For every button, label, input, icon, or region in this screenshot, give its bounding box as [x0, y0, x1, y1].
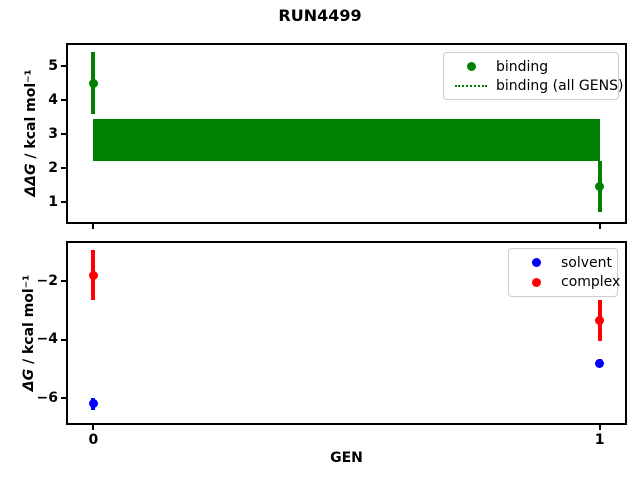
y-tick-label: 3	[48, 125, 58, 142]
x-tick-label: 1	[594, 432, 605, 448]
solvent-marker-icon	[519, 258, 553, 268]
legend-item-binding: binding	[454, 57, 610, 76]
y-tick-label: 5	[48, 57, 58, 74]
x-axis-label: GEN	[330, 450, 363, 466]
y-tick	[61, 201, 66, 204]
x-tick	[598, 224, 601, 229]
y-tick	[61, 99, 66, 102]
y-tick-label: −4	[36, 331, 58, 348]
y-tick	[61, 167, 66, 170]
top-y-axis-label-unit: / kcal mol⁻¹	[23, 69, 39, 164]
legend-item-solvent: solvent	[519, 253, 613, 272]
y-tick	[61, 338, 66, 341]
y-tick-label: 1	[48, 193, 58, 210]
top-axes	[66, 43, 627, 224]
x-tick	[92, 425, 95, 430]
data-point-binding-gen1	[595, 182, 605, 192]
band-binding-all-gens	[93, 118, 600, 162]
legend-label-binding: binding	[496, 58, 549, 75]
y-tick	[61, 65, 66, 68]
data-point-complex-gen1	[595, 316, 605, 326]
x-tick	[92, 224, 95, 229]
y-tick-label: 2	[48, 159, 58, 176]
y-tick	[61, 280, 66, 283]
top-legend: binding binding (all GENS)	[443, 52, 623, 100]
x-tick	[598, 425, 601, 430]
y-tick-label: 4	[48, 91, 58, 108]
binding-all-gens-line-icon	[454, 84, 488, 87]
legend-label-solvent: solvent	[561, 254, 613, 271]
data-point-solvent-gen1	[595, 358, 605, 368]
y-tick-label: −6	[36, 389, 58, 406]
y-tick	[61, 133, 66, 136]
legend-label-complex: complex	[561, 274, 621, 291]
bottom-axes	[66, 241, 627, 425]
legend-label-binding-all-gens: binding (all GENS)	[496, 77, 624, 94]
y-tick	[61, 397, 66, 400]
bottom-y-axis-label-symbol: ΔG	[21, 368, 37, 392]
y-tick-label: −2	[36, 272, 58, 289]
bottom-legend: solvent complex	[508, 248, 620, 297]
binding-marker-icon	[454, 62, 488, 71]
legend-item-complex: complex	[519, 273, 620, 292]
figure-title: RUN4499	[278, 6, 362, 25]
data-point-solvent-gen0	[88, 399, 98, 409]
x-tick-label: 0	[88, 432, 99, 448]
complex-marker-icon	[519, 277, 553, 287]
data-point-binding-gen0	[88, 78, 98, 88]
legend-item-binding-all-gens: binding (all GENS)	[454, 76, 623, 95]
data-point-complex-gen0	[88, 270, 98, 280]
